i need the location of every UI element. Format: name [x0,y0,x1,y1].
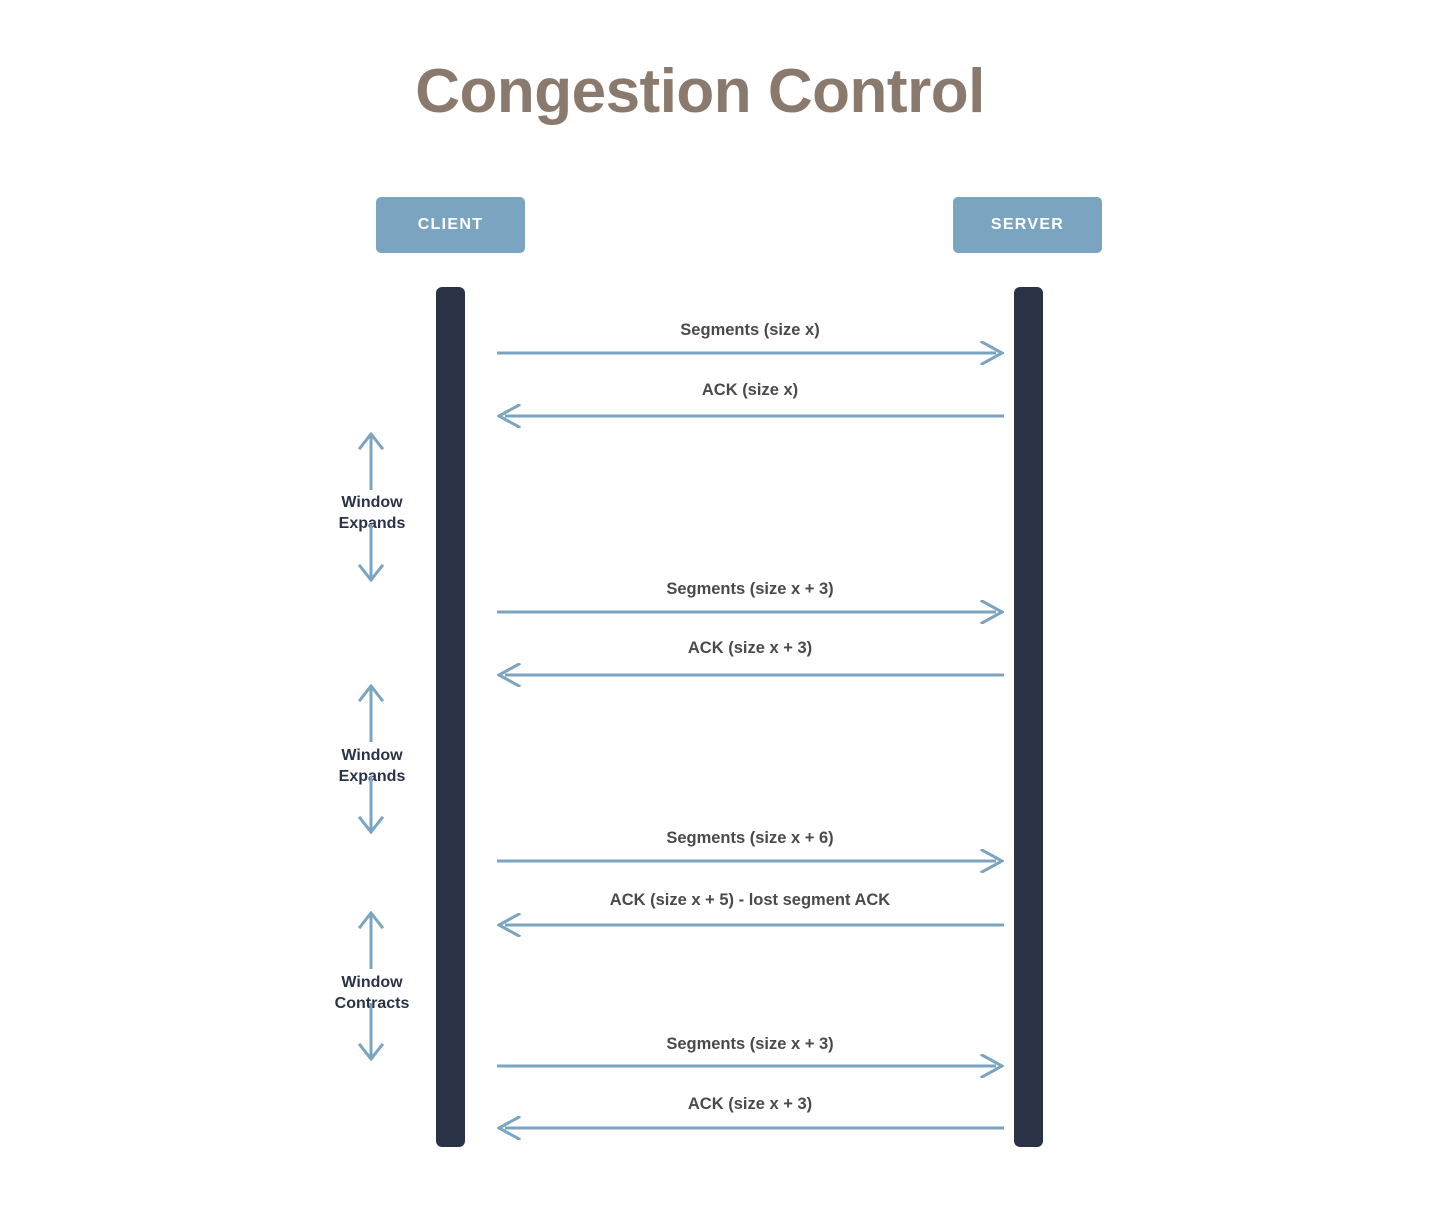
message-arrow-left-icon [495,402,1004,430]
message-label: Segments (size x) [680,321,820,339]
message-arrow-right-icon [497,598,1006,626]
window-arrow-down-icon [352,776,390,835]
message-label: Segments (size x + 6) [666,829,834,847]
page-title: Congestion Control [415,57,985,126]
message-label: ACK (size x + 3) [687,639,813,657]
message-label: ACK (size x) [701,381,799,399]
actor-label-server: SERVER [990,216,1065,233]
message-label: Segments (size x + 3) [666,580,834,598]
lifeline-client [436,287,465,1147]
message-arrow-left-icon [495,911,1004,939]
message-arrow-left-icon [495,1114,1004,1142]
message-arrow-right-icon [497,1052,1006,1080]
actor-header-server[interactable]: SERVER [953,197,1102,253]
window-arrow-up-icon [352,683,390,742]
actor-header-client[interactable]: CLIENT [376,197,525,253]
message-label: ACK (size x + 5) - lost segment ACK [609,891,891,909]
message-arrow-right-icon [497,847,1006,875]
message-label: Segments (size x + 3) [666,1035,834,1053]
window-arrow-up-icon [352,910,390,969]
window-annotation-line1: Window [341,974,403,991]
window-annotation-line1: Window [341,494,403,511]
message-arrow-right-icon [497,339,1006,367]
lifeline-server [1014,287,1043,1147]
actor-label-client: CLIENT [417,216,484,233]
window-annotation-line1: Window [341,747,403,764]
window-annotation-line2: Expands [338,515,406,533]
message-arrow-left-icon [495,661,1004,689]
window-arrow-down-icon [352,1003,390,1062]
window-arrow-down-icon [352,524,390,583]
window-arrow-up-icon [352,431,390,490]
message-label: ACK (size x + 3) [687,1095,813,1113]
